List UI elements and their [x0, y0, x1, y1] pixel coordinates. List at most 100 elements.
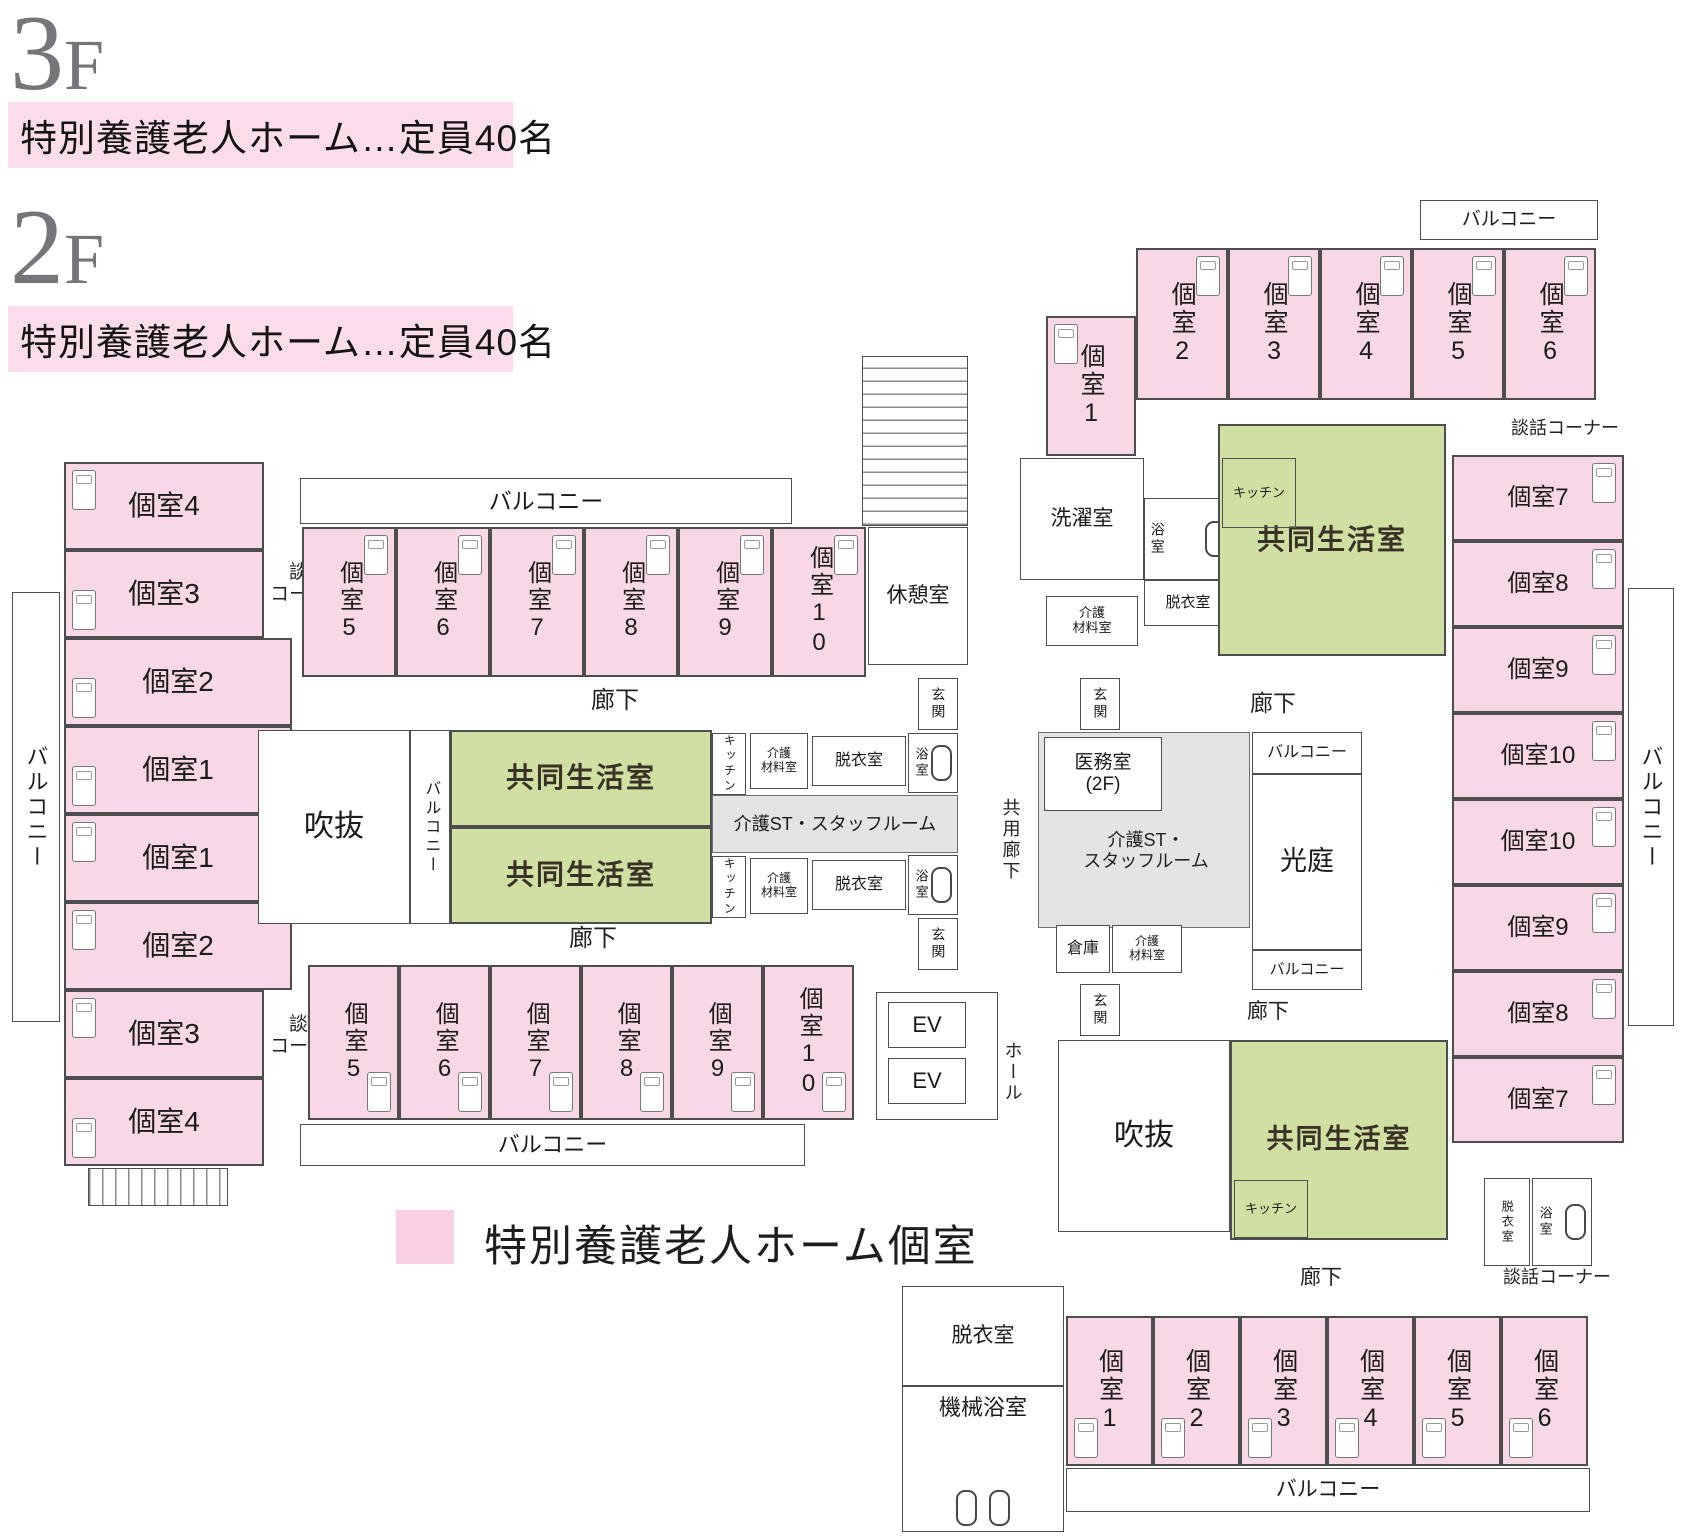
balcony-court-lower-label: バルコニー — [1269, 961, 1345, 979]
room-bottom1-6: 個室6 — [399, 965, 490, 1120]
rest-room-label: 休憩室 — [886, 583, 950, 607]
care-storage-a: 介護 材料室 — [750, 733, 808, 789]
common-room-top-right-label: 共同生活室 — [1256, 523, 1407, 555]
room-bottom2-3: 個室3 — [1240, 1316, 1327, 1466]
balcony-top-right-wing: バルコニー — [1420, 200, 1598, 240]
corridor-top-left-label: 廊下 — [591, 687, 639, 715]
room-left-up-2-label: 個室2 — [142, 665, 214, 697]
room-bottom2-2-label: 個室2 — [1182, 1347, 1211, 1435]
kitchen-b-label: キッチン — [722, 857, 737, 917]
entrance-left-lower-label: 玄関 — [930, 927, 947, 961]
bed-icon — [1592, 549, 1616, 589]
void-bottom-label: 吹抜 — [1114, 1118, 1174, 1152]
bed-icon — [834, 535, 858, 575]
care-storage-b-label: 介護 材料室 — [760, 871, 797, 899]
room-right-9a-label: 個室9 — [1507, 656, 1569, 684]
bed-icon — [72, 766, 96, 806]
bed-icon — [1592, 979, 1616, 1019]
corridor-center-right: 廊下 — [1238, 1000, 1298, 1024]
legend-private-room-label: 特別養護老人ホーム個室 — [484, 1223, 978, 1271]
dressing-bottom-center-label: 脱衣室 — [951, 1323, 1015, 1347]
room-left-up-1: 個室1 — [64, 726, 292, 814]
room-bottom1-5-label: 個室5 — [340, 1000, 368, 1085]
hall: ホール — [996, 1030, 1028, 1114]
bathtub-icon — [956, 1490, 977, 1526]
bed-icon — [640, 1072, 664, 1112]
balcony-bottom-left-wing: バルコニー — [300, 1124, 805, 1166]
dressing-b-label: 脱衣室 — [834, 875, 883, 893]
room-bottom1-9-label: 個室9 — [704, 1000, 732, 1085]
entrance-center-upper: 玄関 — [1080, 678, 1120, 730]
care-storage-top-center-label: 介護 材料室 — [1072, 605, 1112, 635]
room-bottom1-5: 個室5 — [308, 965, 399, 1120]
medical-office: 医務室 (2F) — [1044, 737, 1162, 811]
room-top-center-1-label: 個室1 — [1077, 342, 1106, 430]
bed-icon — [1592, 807, 1616, 847]
room-top-center-1: 個室1 — [1046, 316, 1136, 456]
care-staff-room-right-label: 介護ST・ スタッフルーム — [1083, 830, 1209, 871]
floor-3f-description: 特別養護老人ホーム…定員40名 — [8, 102, 555, 168]
room-left-up-4: 個室4 — [64, 462, 264, 550]
corridor-top-right: 廊下 — [1240, 690, 1306, 716]
bed-icon — [72, 822, 96, 862]
balcony-court-upper: バルコニー — [1252, 732, 1362, 774]
floor-3f-label: 3F — [10, 0, 105, 113]
bed-icon — [1592, 463, 1616, 503]
room-left-up-2: 個室2 — [64, 638, 292, 726]
room-top2-5-label: 個室5 — [1444, 280, 1473, 368]
light-court: 光庭 — [1252, 774, 1362, 950]
bed-icon — [1074, 1418, 1098, 1458]
balcony-court-upper-label: バルコニー — [1267, 743, 1347, 761]
room-top1-7-label: 個室7 — [523, 560, 551, 644]
corridor-top-left: 廊下 — [575, 687, 655, 715]
room-top1-10: 個室10 — [772, 527, 866, 677]
kitchen-a-label: キッチン — [722, 734, 737, 794]
room-bottom2-5-label: 個室5 — [1443, 1347, 1472, 1435]
bed-icon — [364, 535, 388, 575]
bed-icon — [458, 1072, 482, 1112]
talk-corner-bottom-right-label: 談話コーナー — [1503, 1266, 1611, 1287]
room-bottom1-10-label: 個室10 — [795, 985, 823, 1100]
kitchen-top-right-label: キッチン — [1232, 484, 1285, 500]
bed-icon — [1380, 256, 1404, 296]
corridor-top-right-label: 廊下 — [1250, 689, 1296, 716]
care-staff-room-right: 介護ST・ スタッフルーム — [1048, 818, 1244, 884]
common-room-b: 共同生活室 — [450, 827, 712, 924]
balcony-top-left-wing: バルコニー — [300, 478, 792, 524]
storage-label: 倉庫 — [1066, 939, 1099, 957]
bed-icon — [1592, 1065, 1616, 1105]
room-bottom1-9: 個室9 — [672, 965, 763, 1120]
room-top1-10-label: 個室10 — [805, 545, 833, 659]
laundry-room: 洗濯室 — [1020, 458, 1144, 580]
bed-icon — [1592, 635, 1616, 675]
elevator-1: EV — [888, 1002, 966, 1048]
room-left-low-4: 個室4 — [64, 1078, 264, 1166]
room-left-up-3-label: 個室3 — [128, 577, 200, 609]
room-top1-9: 個室9 — [678, 527, 772, 677]
room-top1-5: 個室5 — [302, 527, 396, 677]
talk-corner-top-right: 談話コーナー — [1500, 416, 1630, 440]
dressing-bottom-right: 脱衣室 — [1484, 1178, 1530, 1266]
bath-a: 浴室 — [908, 733, 958, 793]
dressing-a-label: 脱衣室 — [834, 751, 883, 769]
room-right-8b-label: 個室8 — [1507, 1000, 1569, 1028]
entrance-left-upper: 玄関 — [918, 678, 958, 730]
stairs-left — [88, 1168, 228, 1206]
room-top2-6-label: 個室6 — [1536, 280, 1565, 368]
room-bottom1-8: 個室8 — [581, 965, 672, 1120]
room-bottom1-10: 個室10 — [763, 965, 854, 1120]
elevator-2-label: EV — [912, 1068, 942, 1094]
bed-icon — [1592, 893, 1616, 933]
bath-top-center-label: 浴室 — [1149, 522, 1166, 556]
machine-bath-room-label: 機械浴室 — [938, 1395, 1027, 1420]
bath-b: 浴室 — [908, 855, 958, 915]
room-bottom2-1: 個室1 — [1066, 1316, 1153, 1466]
entrance-left-lower: 玄関 — [918, 918, 958, 970]
room-top2-4: 個室4 — [1320, 248, 1412, 400]
balcony-left: バルコニー — [12, 592, 60, 1022]
bed-icon — [1564, 256, 1588, 296]
legend-private-room-swatch — [396, 1210, 454, 1264]
room-right-7a-label: 個室7 — [1507, 484, 1569, 512]
bed-icon — [731, 1072, 755, 1112]
kitchen-bottom: キッチン — [1234, 1180, 1308, 1238]
